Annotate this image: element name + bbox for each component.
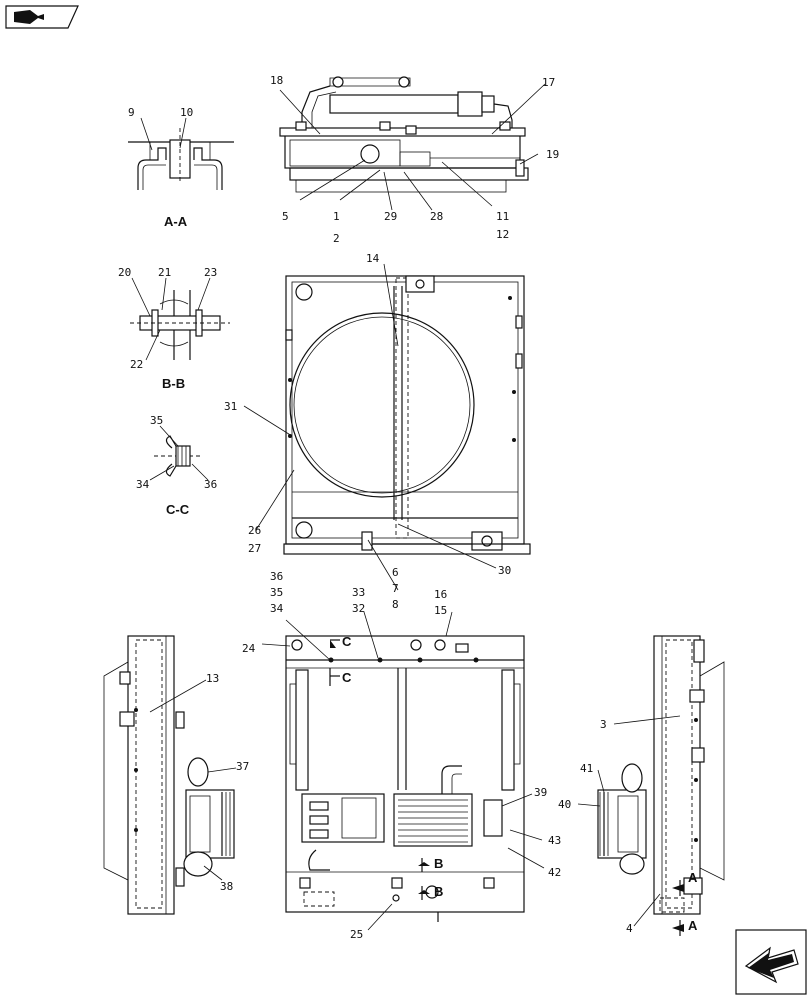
callout-38: 38: [220, 880, 233, 893]
callout-2: 2: [333, 232, 340, 245]
marker-b-upper: B: [434, 856, 443, 871]
section-marker-c-lower: [329, 668, 340, 686]
rear-view-radiator: [261, 611, 545, 931]
callout-31: 31: [224, 400, 237, 413]
callout-32: 32: [352, 602, 365, 615]
marker-a-lower: A: [688, 918, 698, 933]
callout-1: 1: [333, 210, 340, 223]
section-bb-detail: [130, 277, 230, 361]
section-label-bb: B-B: [162, 376, 185, 391]
marker-a-upper: A: [688, 870, 698, 885]
callout-29: 29: [384, 210, 397, 223]
callout-36-rear: 36: [270, 570, 283, 583]
section-label-aa: A-A: [164, 214, 188, 229]
left-side-view: [103, 635, 237, 915]
callout-21: 21: [158, 266, 171, 279]
callout-43: 43: [548, 834, 561, 847]
callout-16: 16: [434, 588, 447, 601]
section-marker-b-lower: [418, 886, 430, 900]
section-cc-detail: [149, 425, 209, 481]
callout-8: 8: [392, 598, 399, 611]
section-marker-a-lower: [672, 920, 684, 936]
callout-30: 30: [498, 564, 511, 577]
callout-28: 28: [430, 210, 443, 223]
marker-c-lower: C: [342, 670, 352, 685]
section-marker-b-upper: [418, 858, 430, 872]
callout-17: 17: [542, 76, 555, 89]
top-view: [279, 76, 546, 211]
callout-20: 20: [118, 266, 131, 279]
next-page-arrow-icon[interactable]: [735, 929, 807, 995]
front-view-shroud: [243, 263, 531, 591]
callout-15: 15: [434, 604, 447, 617]
book-arrow-icon[interactable]: [5, 5, 79, 29]
callout-3: 3: [600, 718, 607, 731]
callout-41: 41: [580, 762, 593, 775]
callout-26: 26: [248, 524, 261, 537]
callout-24: 24: [242, 642, 256, 655]
callout-13: 13: [206, 672, 219, 685]
callout-33: 33: [352, 586, 365, 599]
callout-4: 4: [626, 922, 633, 935]
callout-39: 39: [534, 786, 547, 799]
marker-b-lower: B: [434, 884, 443, 899]
callout-42: 42: [548, 866, 561, 879]
callout-11: 11: [496, 210, 509, 223]
section-marker-c-upper: [330, 639, 340, 648]
callout-34: 34: [136, 478, 150, 491]
callout-34-rear: 34: [270, 602, 284, 615]
callout-6: 6: [392, 566, 399, 579]
right-side-view: [577, 635, 725, 927]
callout-36: 36: [204, 478, 217, 491]
callout-27: 27: [248, 542, 261, 555]
callout-35: 35: [150, 414, 163, 427]
callout-22: 22: [130, 358, 143, 371]
callout-19: 19: [546, 148, 559, 161]
callout-18: 18: [270, 74, 283, 87]
callout-5: 5: [282, 210, 289, 223]
callout-12: 12: [496, 228, 509, 241]
callout-10: 10: [180, 106, 193, 119]
callout-23: 23: [204, 266, 217, 279]
callout-25: 25: [350, 928, 363, 941]
section-marker-a-upper: [672, 880, 684, 896]
callout-14: 14: [366, 252, 380, 265]
section-label-cc: C-C: [166, 502, 190, 517]
callout-37: 37: [236, 760, 249, 773]
marker-c-upper: C: [342, 634, 352, 649]
callout-7: 7: [392, 582, 399, 595]
callout-9: 9: [128, 106, 135, 119]
callout-35-rear: 35: [270, 586, 283, 599]
callout-40: 40: [558, 798, 571, 811]
section-aa-detail: [128, 117, 234, 190]
